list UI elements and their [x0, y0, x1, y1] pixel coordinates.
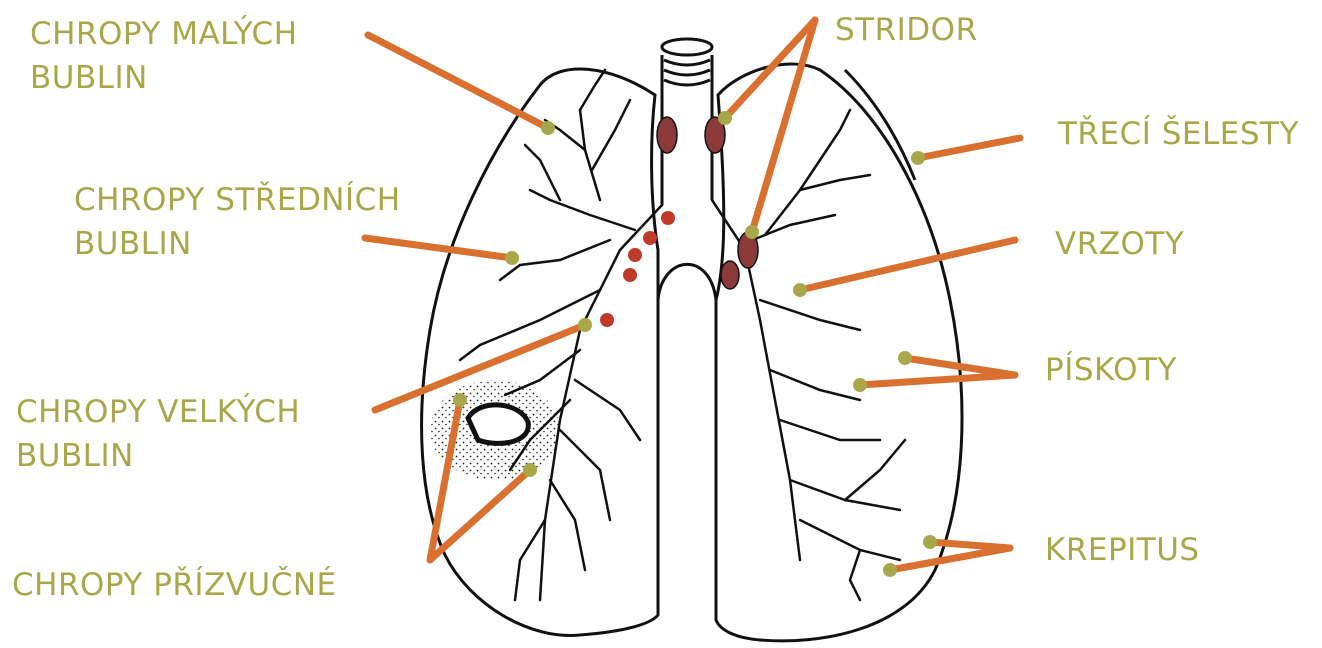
left-lung-outline: [716, 64, 962, 641]
arrow-heads: [453, 111, 937, 577]
arrow-fine-crackles: [368, 35, 548, 128]
arrow-rhonchi: [800, 240, 1015, 290]
label-fine-crackles-line2: BUBLIN: [30, 56, 298, 100]
arrows: [365, 20, 1020, 570]
cardiac-notch: [658, 264, 716, 300]
label-friction-rub: TŘECÍ ŠELESTY: [1058, 112, 1299, 156]
bronchial-tree: [460, 70, 905, 600]
label-coarse-crackles-line1: CHROPY VELKÝCH: [16, 390, 300, 434]
label-coarse-crackles-line2: BUBLIN: [16, 434, 300, 478]
label-rhonchi: VRZOTY: [1055, 222, 1184, 266]
right-lung-outline: [422, 69, 658, 635]
label-crepitus: KREPITUS: [1045, 528, 1200, 572]
arrow-crepitus-2: [890, 548, 1010, 570]
label-consonant-crackles: CHROPY PŘÍZVUČNÉ: [12, 563, 337, 607]
arrow-friction: [918, 138, 1020, 158]
label-medium-crackles-line1: CHROPY STŘEDNÍCH: [74, 178, 401, 222]
arrow-wheezes-2: [860, 375, 1015, 385]
cavity: [468, 405, 528, 444]
label-fine-crackles: CHROPY MALÝCH BUBLIN: [30, 12, 298, 100]
label-wheezes: PÍSKOTY: [1045, 348, 1177, 392]
pleural-rub-mark: [845, 70, 915, 180]
label-coarse-crackles: CHROPY VELKÝCH BUBLIN: [16, 390, 300, 478]
label-medium-crackles: CHROPY STŘEDNÍCH BUBLIN: [74, 178, 401, 266]
label-medium-crackles-line2: BUBLIN: [74, 222, 401, 266]
label-fine-crackles-line1: CHROPY MALÝCH: [30, 12, 298, 56]
lymph-nodes: [657, 117, 758, 289]
label-stridor: STRIDOR: [835, 8, 978, 52]
